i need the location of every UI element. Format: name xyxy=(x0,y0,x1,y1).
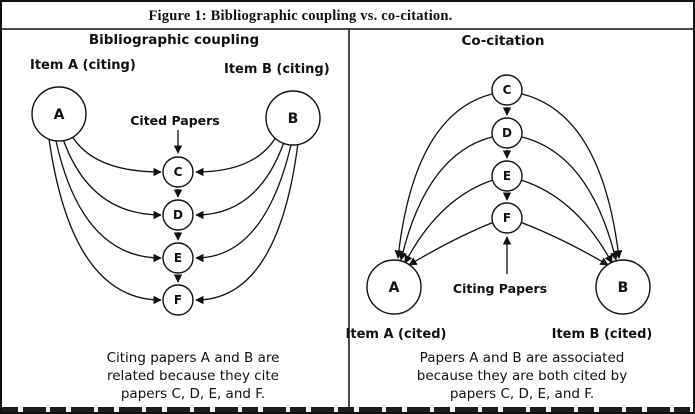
node-e-circle xyxy=(162,242,194,274)
edge-e-to-b xyxy=(520,179,613,264)
node-e-circle xyxy=(491,160,523,192)
caption-line: Papers A and B are associated xyxy=(420,350,625,366)
edge-c-to-b xyxy=(521,93,623,259)
caption-line: papers C, D, E, and F. xyxy=(121,386,265,402)
caption-line: Citing papers A and B are xyxy=(107,350,280,366)
edge-a-to-f xyxy=(48,138,162,305)
node-b-circle xyxy=(265,90,321,146)
item-a-citing-label: Item A (citing) xyxy=(30,58,136,73)
node-e-letter: E xyxy=(503,169,511,183)
caption-line: papers C, D, E, and F. xyxy=(450,386,594,402)
node-f-letter: F xyxy=(174,293,182,307)
right-panel-title: Co-citation xyxy=(462,33,545,49)
node-c-circle xyxy=(491,74,523,106)
item-b-cited-label: Item B (cited) xyxy=(552,327,653,342)
edge-d-to-b xyxy=(521,136,619,261)
node-c-letter: C xyxy=(174,165,183,179)
caption-line: related because they cite xyxy=(107,368,279,384)
cited-papers-label: Cited Papers xyxy=(130,113,220,128)
node-f-circle xyxy=(491,202,523,234)
node-d-letter: D xyxy=(173,208,183,222)
edge-b-to-c xyxy=(195,136,277,177)
node-f-letter: F xyxy=(503,211,511,225)
cropped-text-strip xyxy=(2,407,693,412)
node-c-circle xyxy=(162,156,194,188)
node-a-circle xyxy=(366,259,422,315)
edge-a-to-c xyxy=(71,135,162,177)
edge-e-to-a xyxy=(404,179,494,264)
edge-f-to-a xyxy=(408,221,495,266)
figure-title: Figure 1: Bibliographic coupling vs. co-… xyxy=(148,8,453,24)
node-a-circle xyxy=(31,86,87,142)
node-b-letter: B xyxy=(618,280,629,296)
node-a-letter: A xyxy=(54,107,65,123)
node-a-letter: A xyxy=(389,280,400,296)
left-panel-title: Bibliographic coupling xyxy=(89,32,259,48)
edge-d-to-a xyxy=(398,136,493,261)
edge-b-to-f xyxy=(195,142,299,305)
edge-f-to-b xyxy=(519,221,609,266)
node-b-circle xyxy=(595,259,651,315)
edge-c-to-a xyxy=(394,93,493,259)
node-c-letter: C xyxy=(503,83,512,97)
right-panel: Co-citation C D E xyxy=(346,33,653,402)
edge-b-to-d xyxy=(195,141,285,220)
caption-line: because they are both cited by xyxy=(417,368,627,384)
edge-a-to-e xyxy=(55,140,162,263)
node-f-circle xyxy=(162,284,194,316)
item-a-cited-label: Item A (cited) xyxy=(346,327,447,342)
node-d-letter: D xyxy=(502,126,512,140)
item-b-citing-label: Item B (citing) xyxy=(224,62,330,77)
left-panel: Bibliographic coupling Item A (citing) I… xyxy=(30,32,330,402)
node-e-letter: E xyxy=(174,251,182,265)
node-d-circle xyxy=(162,199,194,231)
node-b-letter: B xyxy=(288,111,299,127)
edge-a-to-d xyxy=(62,138,162,220)
edge-b-to-e xyxy=(195,144,292,263)
node-d-circle xyxy=(491,117,523,149)
citing-papers-label: Citing Papers xyxy=(453,281,547,296)
